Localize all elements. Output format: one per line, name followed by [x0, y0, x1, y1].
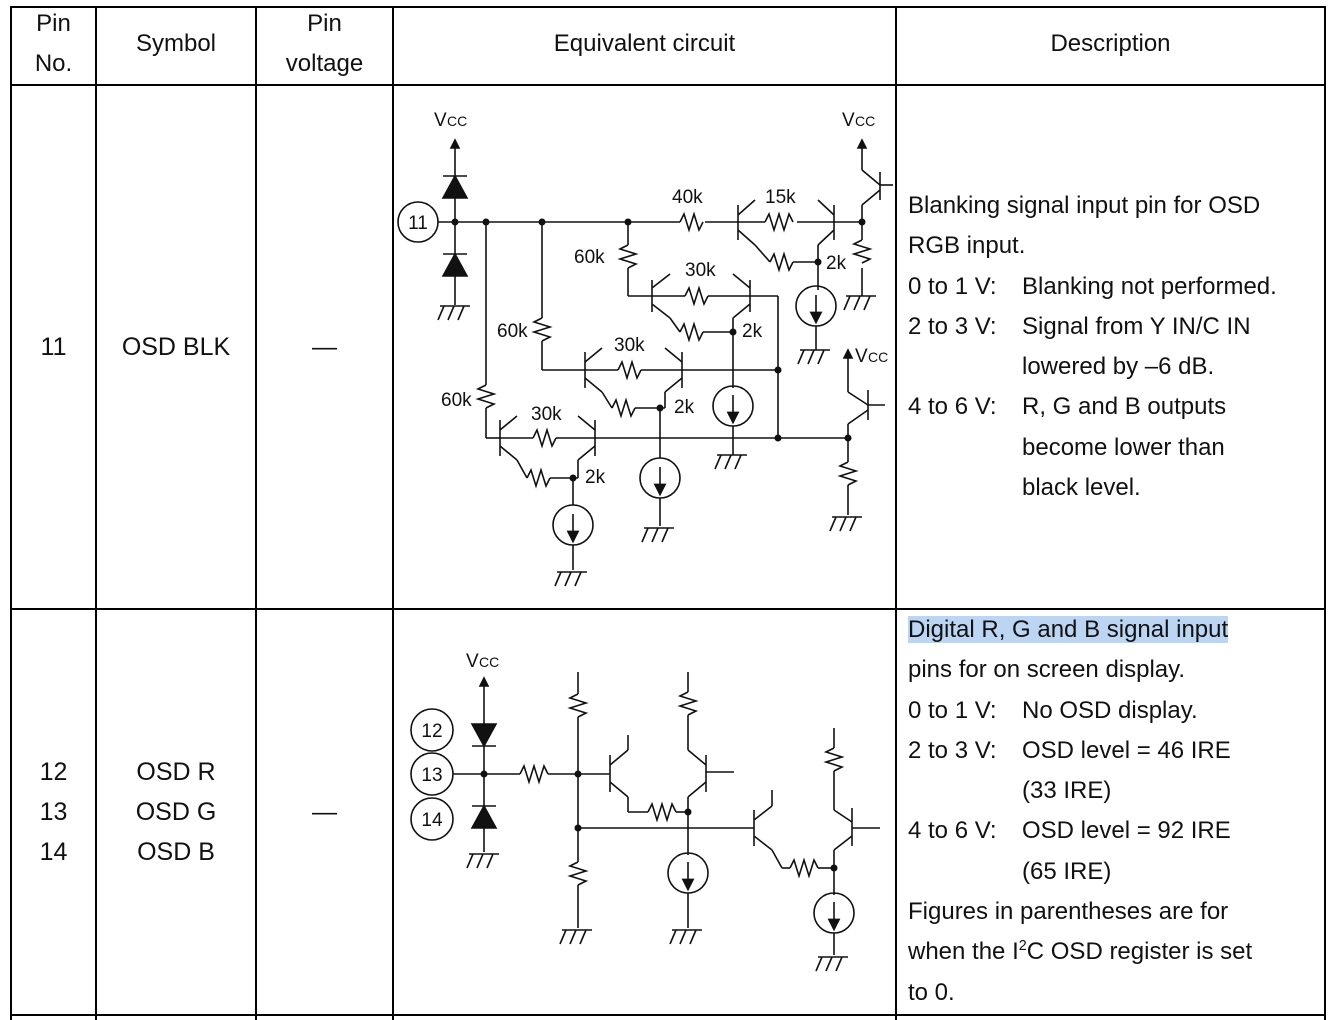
header-description: Description — [897, 4, 1324, 84]
column-divider — [895, 6, 897, 1020]
header-description-label: Description — [1050, 30, 1171, 57]
header-equivalent-circuit: Equivalent circuit — [394, 4, 895, 84]
row2-symbol: OSD R OSD G OSD B — [97, 610, 255, 1014]
voltage-range: 4 to 6 V: — [908, 393, 997, 421]
voltage-range: 4 to 6 V: — [908, 817, 997, 845]
row2-pin-voltage: — — [257, 610, 392, 1014]
voltage-range: 0 to 1 V: — [908, 272, 997, 300]
row1-pin-voltage: — — [257, 86, 392, 608]
voltage-effect: No OSD display. — [1022, 696, 1198, 724]
header-pin-no: Pin No. — [12, 4, 95, 84]
voltage-effect: Signal from Y IN/C IN — [1022, 312, 1251, 340]
voltage-effect: Blanking not performed. — [1022, 272, 1277, 300]
resistor-label: 2k — [742, 321, 763, 342]
resistor-label: 60k — [497, 321, 528, 342]
note-line: to 0. — [908, 978, 955, 1006]
header-equivalent-circuit-label: Equivalent circuit — [553, 30, 736, 57]
resistor-label: 30k — [531, 404, 562, 425]
symbol-name: OSD B — [137, 838, 215, 866]
description-item: 4 to 6 V: OSD level = 92 IRE — [908, 811, 1322, 851]
symbol-name: OSD R — [136, 758, 216, 786]
row2-description: Digital R, G and B signal input pins for… — [908, 610, 1322, 1013]
pin-label: 14 — [421, 810, 443, 831]
description-line: RGB input. — [908, 232, 1026, 260]
pin-label: 11 — [408, 213, 428, 234]
pin-number: 13 — [39, 798, 68, 826]
description-line: pins for on screen display. — [908, 656, 1186, 684]
header-pin-voltage-line1: Pin — [307, 10, 342, 37]
table-left-border — [10, 6, 12, 1020]
symbol-name: OSD G — [135, 798, 217, 826]
row1-description: Blanking signal input pin for OSD RGB in… — [908, 186, 1322, 508]
vcc-label: V — [434, 110, 447, 131]
resistor-label: 2k — [585, 467, 606, 488]
voltage-effect: R, G and B outputs — [1022, 393, 1227, 421]
row-divider — [10, 608, 1326, 610]
equivalent-circuit-pin11: 11 V CC V CC V CC 40k 15k 60k 30k 2k 2k … — [397, 110, 893, 587]
symbol-name: OSD BLK — [121, 333, 231, 361]
voltage-effect-continued: (33 IRE) — [1022, 777, 1112, 805]
voltage-effect-continued: become lower than — [1022, 433, 1225, 461]
header-pin-no-line1: Pin — [36, 10, 71, 37]
vcc-label: V — [855, 346, 868, 367]
vcc-label: V — [842, 110, 855, 131]
resistor-label: 60k — [441, 390, 472, 411]
equivalent-circuit-pins12-14: 12 13 14 V CC — [410, 651, 880, 972]
vcc-subscript: CC — [868, 349, 888, 365]
column-divider — [392, 6, 394, 1020]
pin-voltage-value: — — [312, 798, 337, 826]
table-top-border — [10, 6, 1326, 8]
column-divider — [255, 6, 257, 1020]
voltage-range: 0 to 1 V: — [908, 696, 997, 724]
row-divider-bottom — [10, 1014, 1326, 1016]
voltage-range: 2 to 3 V: — [908, 312, 997, 340]
description-line: Blanking signal input pin for OSD — [908, 192, 1261, 219]
header-pin-voltage-line2: voltage — [285, 50, 364, 77]
vcc-subscript: CC — [855, 113, 875, 129]
resistor-label: 2k — [826, 253, 847, 274]
voltage-effect: OSD level = 46 IRE — [1022, 736, 1231, 764]
header-pin-voltage: Pin voltage — [257, 4, 392, 84]
pin-number: 11 — [40, 333, 67, 361]
voltage-effect: OSD level = 92 IRE — [1022, 817, 1231, 845]
voltage-effect-continued: lowered by –6 dB. — [1022, 353, 1215, 381]
note-line: Figures in parentheses are for — [908, 898, 1229, 926]
resistor-label: 15k — [765, 187, 796, 208]
description-item: 4 to 6 V: R, G and B outputs — [908, 387, 1322, 427]
resistor-label: 40k — [672, 187, 703, 208]
resistor-label: 2k — [674, 397, 695, 418]
voltage-range: 2 to 3 V: — [908, 736, 997, 764]
row2-pin-no: 12 13 14 — [12, 610, 95, 1014]
pin-label: 12 — [421, 721, 442, 742]
column-divider — [95, 6, 97, 1020]
vcc-label: V — [466, 651, 479, 672]
pin-label: 13 — [421, 765, 442, 786]
pin-voltage-value: — — [312, 333, 337, 361]
description-item: 0 to 1 V: Blanking not performed. — [908, 267, 1322, 307]
voltage-effect-continued: (65 IRE) — [1022, 857, 1112, 885]
description-item: 2 to 3 V: OSD level = 46 IRE — [908, 731, 1322, 771]
header-symbol-label: Symbol — [135, 30, 217, 57]
vcc-subscript: CC — [479, 654, 499, 670]
vcc-subscript: CC — [447, 113, 467, 129]
pin-number: 12 — [39, 758, 68, 786]
note-line: when the I2C OSD register is set — [908, 938, 1253, 966]
pin-number: 14 — [39, 838, 68, 866]
resistor-label: 30k — [685, 260, 716, 281]
row1-pin-no: 11 — [12, 86, 95, 608]
resistor-label: 30k — [614, 335, 645, 356]
header-bottom-border — [10, 84, 1326, 86]
row1-symbol: OSD BLK — [97, 86, 255, 608]
header-symbol: Symbol — [97, 4, 255, 84]
table-right-border — [1324, 6, 1326, 1020]
header-pin-no-line2: No. — [34, 50, 73, 77]
resistor-label: 60k — [574, 247, 605, 268]
description-item: 0 to 1 V: No OSD display. — [908, 691, 1322, 731]
voltage-effect-continued: black level. — [1022, 474, 1141, 502]
description-item: 2 to 3 V: Signal from Y IN/C IN — [908, 307, 1322, 347]
highlighted-text: Digital R, G and B signal input — [908, 616, 1229, 643]
